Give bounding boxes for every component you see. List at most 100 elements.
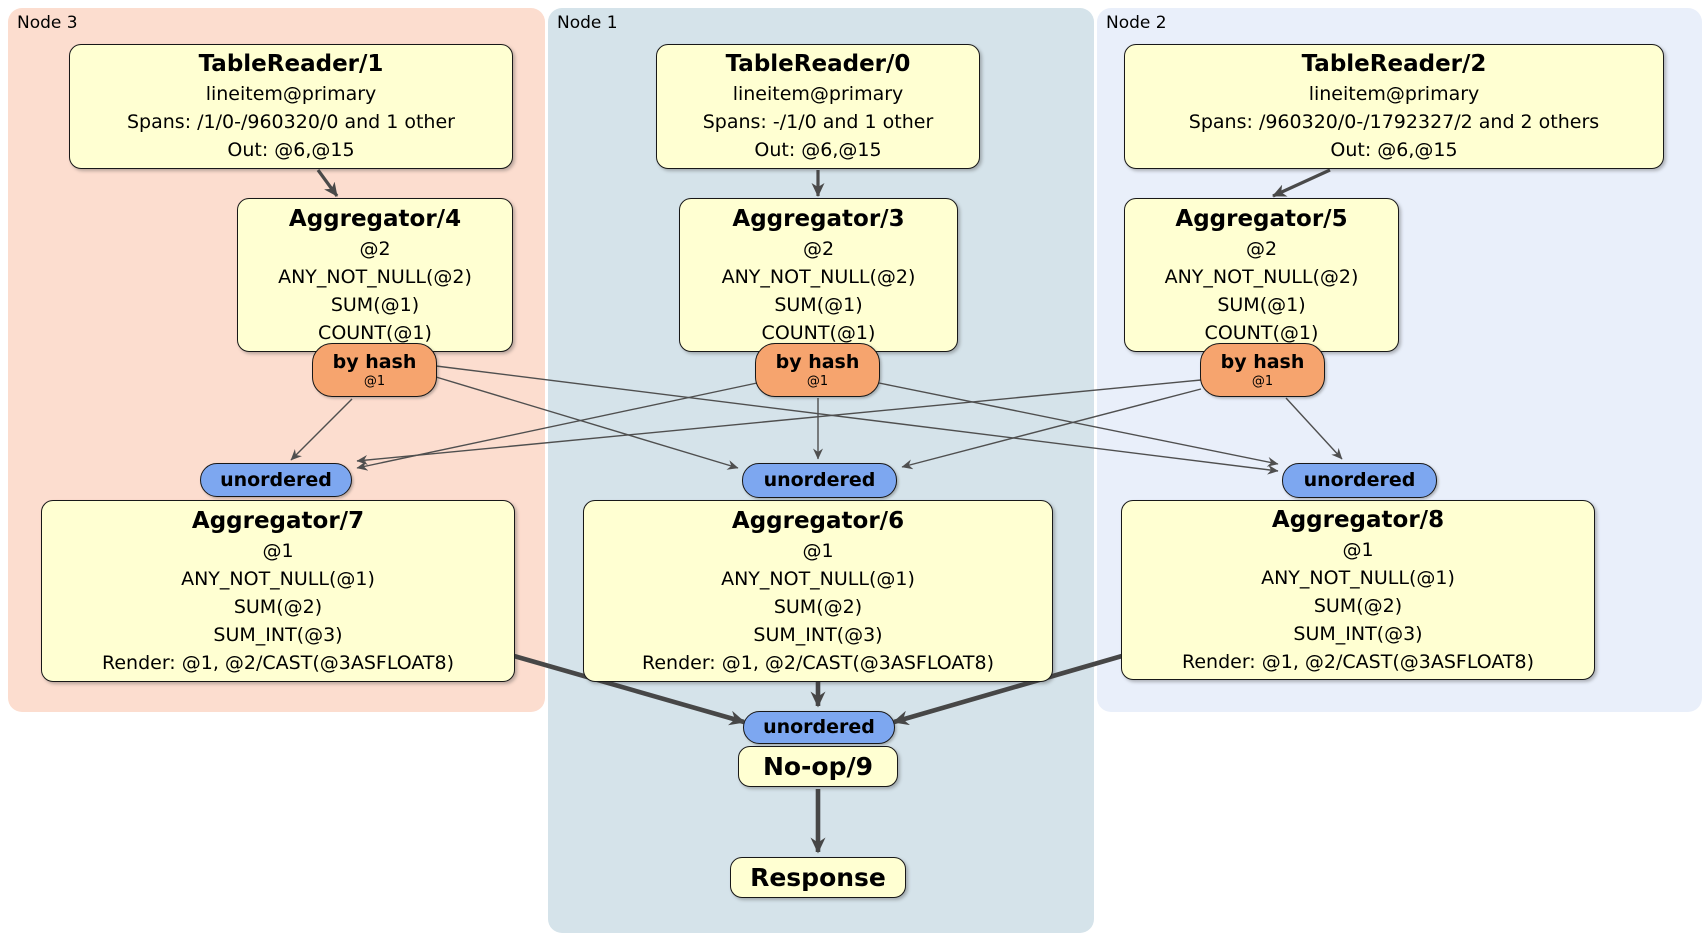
- sync-unordered-node2: unordered: [1282, 463, 1437, 498]
- box-line: SUM(@1): [774, 293, 863, 316]
- box-line: @2: [359, 237, 391, 260]
- box-line: Out: @6,@15: [754, 139, 882, 161]
- hash-router-node1-label: by hash: [775, 351, 860, 373]
- edge-agg8-unordered-final: [892, 653, 1123, 726]
- box-line: Render: @1, @2/CAST(@3ASFLOAT8): [102, 651, 454, 674]
- aggregator-5-title: Aggregator/5: [1175, 205, 1348, 232]
- edge-byhash2-unordered1: [901, 388, 1202, 470]
- box-line: SUM(@1): [330, 293, 420, 316]
- box-line: Spans: /1/0-/960320/0 and 1 other: [127, 111, 455, 133]
- box-line: COUNT(@1): [318, 321, 432, 344]
- box-line: Out: @6,@15: [227, 139, 355, 161]
- noop-9-node: No-op/9: [738, 746, 898, 787]
- aggregator-8-title: Aggregator/8: [1271, 506, 1445, 533]
- box-line: @2: [802, 237, 835, 260]
- edge-byhash3-unordered1: [435, 376, 739, 470]
- box-line: @1: [262, 539, 294, 562]
- hash-router-node3-label: by hash: [332, 351, 417, 373]
- hash-router-node2-key: @1: [1251, 374, 1274, 389]
- sync-unordered-node2-label: unordered: [1303, 469, 1416, 491]
- box-line: lineitem@primary: [1308, 83, 1480, 105]
- box-line: SUM(@2): [773, 595, 863, 618]
- sync-unordered-node3: unordered: [200, 463, 352, 497]
- box-line: ANY_NOT_NULL(@1): [181, 567, 375, 590]
- aggregator-6-title: Aggregator/6: [731, 507, 905, 534]
- response-node: Response: [730, 857, 906, 898]
- edge-byhash3-unordered2: [435, 365, 1279, 475]
- sync-unordered-final: unordered: [743, 711, 895, 744]
- aggregator-7-title: Aggregator/7: [191, 507, 365, 534]
- edge-tr2-agg5: [1272, 168, 1331, 198]
- box-line: SUM_INT(@3): [753, 623, 883, 646]
- box-line: lineitem@primary: [205, 83, 377, 105]
- box-line: Render: @1, @2/CAST(@3ASFLOAT8): [1182, 650, 1534, 673]
- box-line: ANY_NOT_NULL(@1): [721, 567, 915, 590]
- box-line: Render: @1, @2/CAST(@3ASFLOAT8): [642, 651, 994, 674]
- response-title: Response: [750, 862, 886, 892]
- tablereader-1-title: TableReader/1: [198, 51, 384, 77]
- sync-unordered-node1-label: unordered: [763, 469, 876, 491]
- hash-router-node3-key: @1: [363, 374, 386, 389]
- box-line: @2: [1245, 237, 1278, 260]
- box-line: lineitem@primary: [732, 83, 904, 105]
- box-line: @1: [802, 539, 834, 562]
- sync-unordered-node1: unordered: [742, 463, 897, 498]
- hash-router-node2: by hash @1: [1200, 343, 1325, 397]
- edge-byhash1-unordered2: [878, 382, 1279, 467]
- edge-byhash1-unordered3: [356, 382, 758, 471]
- aggregator-4-title: Aggregator/4: [288, 205, 462, 232]
- hash-router-node1-key: @1: [806, 374, 829, 389]
- node2-region-label: Node 2: [1106, 13, 1167, 33]
- box-line: SUM_INT(@3): [213, 623, 343, 646]
- box-line: SUM(@2): [1313, 594, 1403, 617]
- box-line: COUNT(@1): [761, 321, 876, 344]
- node1-region-label: Node 1: [557, 13, 618, 33]
- box-line: Out: @6,@15: [1330, 139, 1458, 161]
- hash-router-node2-label: by hash: [1220, 351, 1305, 373]
- edge-byhash2-unordered3: [356, 379, 1202, 465]
- box-line: ANY_NOT_NULL(@2): [1164, 265, 1359, 288]
- node3-region-label: Node 3: [17, 13, 78, 33]
- tablereader-2-title: TableReader/2: [1301, 51, 1487, 77]
- box-line: SUM(@1): [1217, 293, 1306, 316]
- sync-unordered-final-label: unordered: [763, 716, 875, 738]
- aggregator-3-title: Aggregator/3: [732, 205, 905, 232]
- box-line: COUNT(@1): [1204, 321, 1319, 344]
- edge-agg7-unordered-final: [513, 653, 746, 726]
- box-line: Spans: /960320/0-/1792327/2 and 2 others: [1188, 111, 1600, 133]
- edge-byhash3-unordered3: [290, 398, 353, 461]
- sync-unordered-node3-label: unordered: [220, 468, 332, 491]
- noop-9-title: No-op/9: [762, 751, 874, 781]
- box-line: ANY_NOT_NULL(@2): [721, 265, 916, 288]
- hash-router-node3: by hash @1: [312, 343, 437, 397]
- edge-tr1-agg4: [316, 169, 339, 197]
- box-line: ANY_NOT_NULL(@1): [1261, 566, 1455, 589]
- box-line: SUM_INT(@3): [1293, 622, 1423, 645]
- tablereader-0-title: TableReader/0: [725, 51, 911, 77]
- edge-byhash2-unordered2: [1285, 397, 1343, 460]
- box-line: SUM(@2): [233, 595, 323, 618]
- box-line: ANY_NOT_NULL(@2): [278, 265, 472, 288]
- box-line: @1: [1342, 538, 1374, 561]
- box-line: Spans: -/1/0 and 1 other: [702, 111, 934, 133]
